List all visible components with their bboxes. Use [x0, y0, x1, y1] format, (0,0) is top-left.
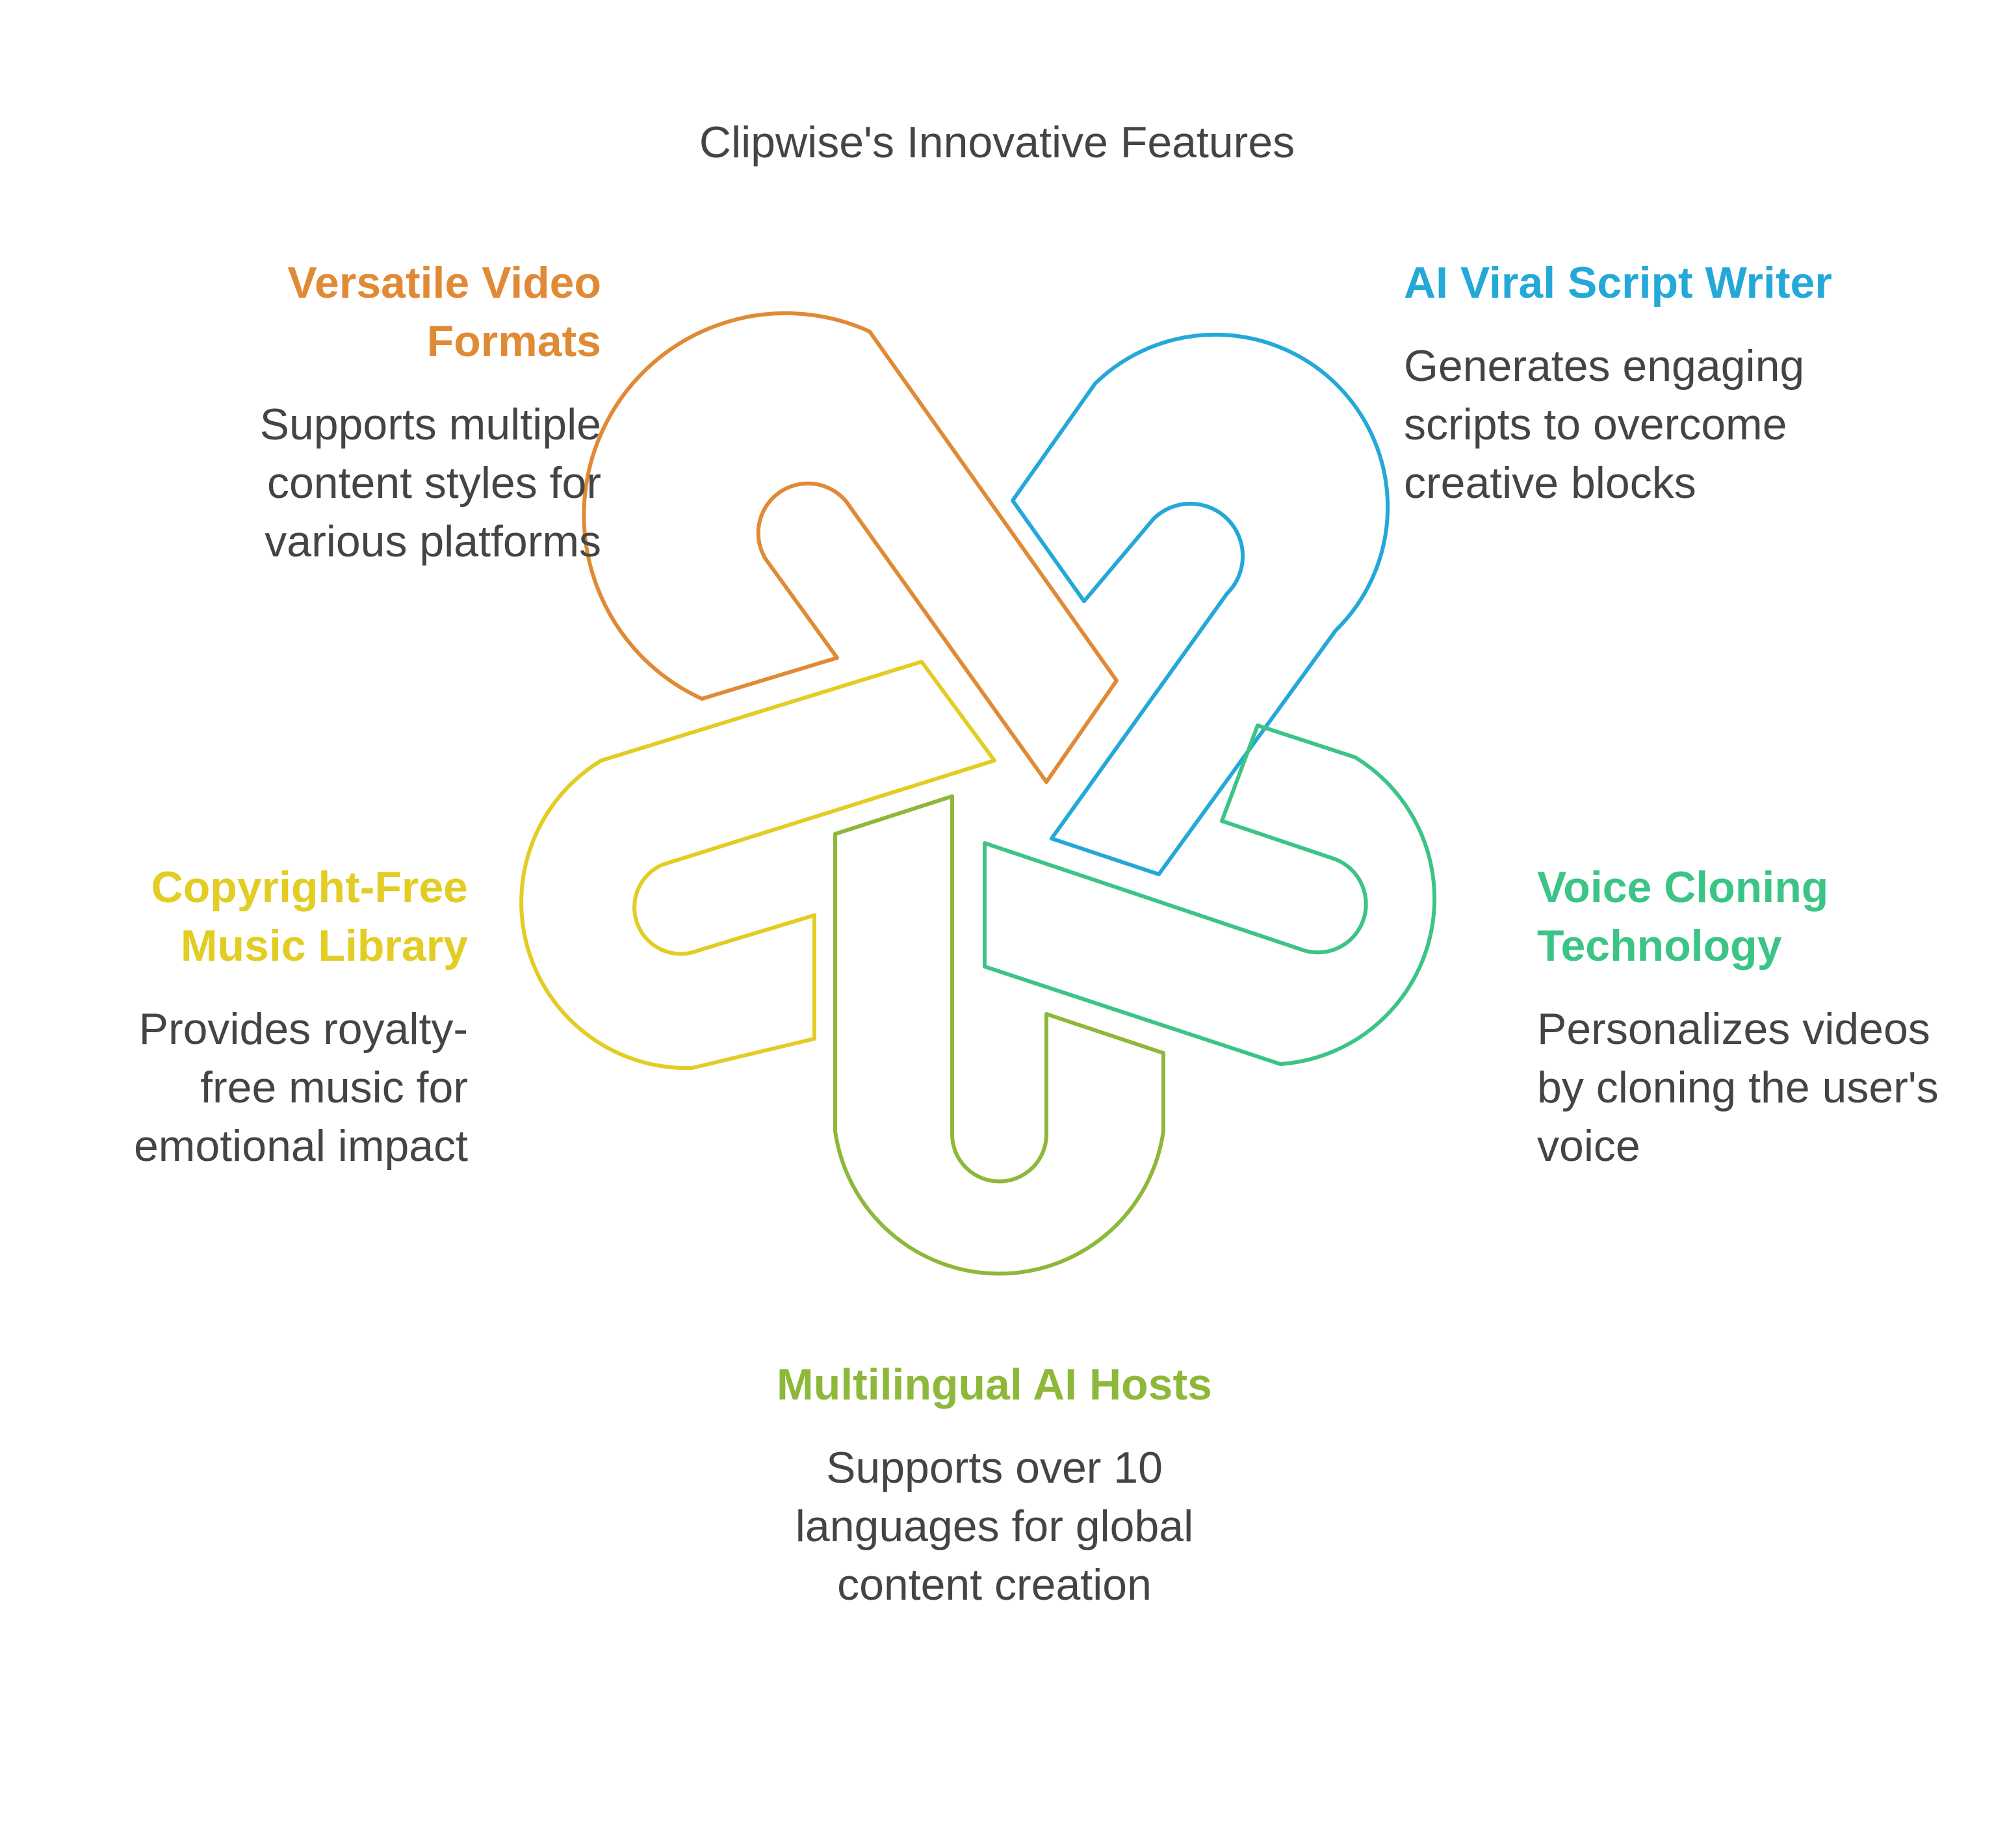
loop-multilingual-ai-hosts	[833, 794, 1165, 1276]
loop-copyright-free-music-library	[519, 660, 996, 1071]
loop-ai-viral-script-writer	[1011, 332, 1390, 876]
feature-description: Supports multiple content styles for var…	[259, 400, 601, 566]
loop-voice-cloning-technology	[983, 723, 1437, 1066]
diagram-title: Clipwise's Innovative Features	[699, 118, 1295, 167]
feature-voice-cloning-technology: Voice Cloning Technology Personalizes vi…	[1537, 858, 1966, 1175]
feature-description: Generates engaging scripts to overcome c…	[1404, 341, 1805, 508]
feature-copyright-free-music-library: Copyright-Free Music Library Provides ro…	[65, 858, 468, 1175]
feature-heading: AI Viral Script Writer	[1404, 258, 1832, 307]
loop-versatile-video-formats	[582, 311, 1119, 784]
feature-heading: Versatile Video Formats	[287, 258, 601, 366]
feature-multilingual-ai-hosts: Multilingual AI Hosts Supports over 10 l…	[747, 1355, 1241, 1614]
feature-ai-viral-script-writer: AI Viral Script Writer Generates engagin…	[1404, 254, 1859, 512]
feature-description: Personalizes videos by cloning the user'…	[1537, 1004, 1939, 1171]
feature-versatile-video-formats: Versatile Video Formats Supports multipl…	[156, 254, 601, 571]
feature-heading: Voice Cloning Technology	[1537, 863, 1829, 970]
feature-heading: Multilingual AI Hosts	[777, 1360, 1212, 1409]
feature-description: Provides royalty-free music for emotiona…	[133, 1004, 468, 1171]
feature-description: Supports over 10 languages for global co…	[795, 1443, 1194, 1609]
feature-heading: Copyright-Free Music Library	[151, 863, 468, 970]
